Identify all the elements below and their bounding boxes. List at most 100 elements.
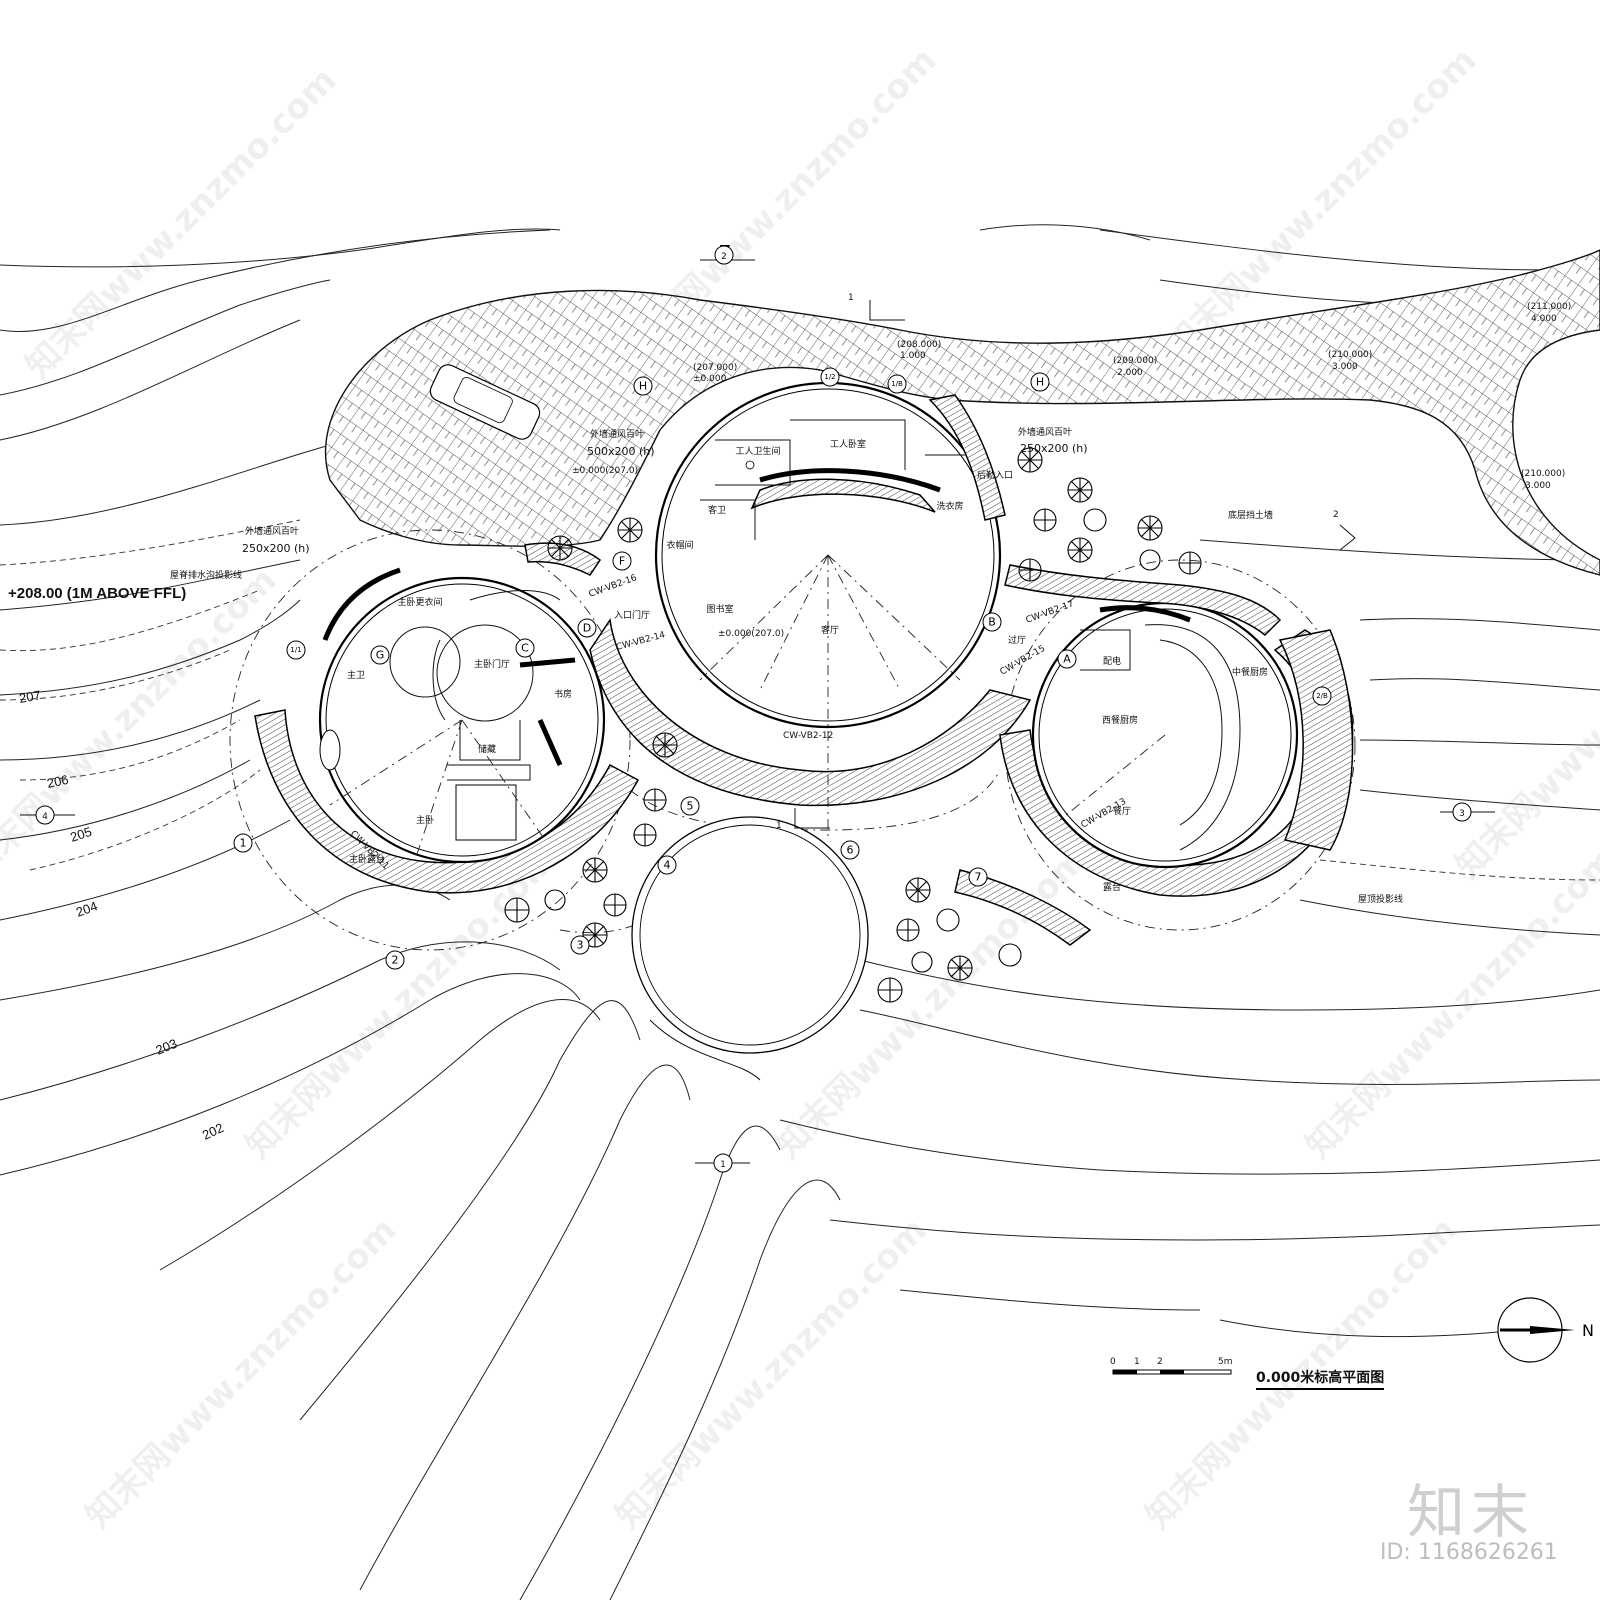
section-marker: 1 — [848, 293, 905, 321]
svg-text:1: 1 — [848, 293, 854, 303]
room-label: 露台 — [1103, 881, 1121, 893]
room-label: 图书室 — [706, 603, 733, 615]
svg-text:4: 4 — [664, 859, 671, 872]
svg-text:7: 7 — [975, 871, 982, 884]
north-arrow: N — [1497, 1297, 1594, 1363]
grid-axis-bubble: 1/1 — [286, 640, 306, 660]
contour-label: 204 — [74, 898, 100, 920]
roof-projection-note: 屋顶投影线 — [1358, 893, 1403, 905]
image-id-label: ID: 1168626261 — [1380, 1540, 1558, 1565]
grid-axis-bubble: 1/2 — [820, 367, 840, 387]
room-label: 入口门厅 — [614, 609, 650, 621]
vent-note: 外墙通风百叶 — [245, 525, 299, 537]
room-label: 主卧露台 — [349, 853, 385, 865]
section-marker: 1 — [776, 808, 830, 831]
vent-note: 外墙通风百叶 — [1018, 426, 1072, 438]
scale-tick: 5m — [1218, 1357, 1233, 1367]
driveway-paving — [324, 249, 1600, 576]
grid-axis-bubble: D — [577, 618, 597, 638]
curtain-wall-tag: CW-VB2-15 — [999, 644, 1048, 678]
svg-text:A: A — [1063, 653, 1071, 666]
svg-text:知末网www.znzmo.com: 知末网www.znzmo.com — [1298, 840, 1600, 1166]
svg-text:知末网www.znzmo.com: 知末网www.znzmo.com — [1448, 560, 1600, 886]
room-label: 中餐厨房 — [1232, 666, 1268, 678]
grid-axis-bubble: 3 — [570, 935, 590, 955]
living-building — [589, 381, 1032, 840]
curtain-wall-tag: CW-VB2-14 — [615, 630, 666, 653]
room-label: 工人卫生间 — [735, 445, 780, 457]
room-label: 衣帽间 — [666, 539, 693, 551]
scale-tick: 1 — [1134, 1357, 1140, 1367]
elevation-note: +208.00 (1M ABOVE FFL) — [8, 585, 187, 602]
grid-axis-bubble: 2/B — [1312, 686, 1332, 706]
svg-text:1: 1 — [776, 821, 782, 831]
vent-size: 250x200 (h) — [242, 542, 310, 555]
curtain-wall-tag: CW-VB2-12 — [783, 731, 833, 741]
spot-level: (210.000) — [1328, 350, 1372, 360]
grid-axis-bubble: 4 — [657, 855, 677, 875]
spot-level: 1.000 — [900, 351, 926, 361]
grid-axis-bubble: 2 — [385, 950, 405, 970]
stairs — [524, 394, 1282, 946]
svg-text:1/B: 1/B — [891, 380, 903, 388]
section-marker: 1 — [695, 1153, 750, 1173]
round-lawn — [631, 816, 869, 1081]
grid-axis-bubble: 5 — [680, 796, 700, 816]
spot-level: 2.000 — [1117, 368, 1143, 378]
ffl-label: ±0.000(207.0) — [572, 466, 638, 476]
svg-text:1/1: 1/1 — [290, 646, 301, 654]
contour-label: 205 — [68, 824, 93, 845]
room-label: 储藏 — [478, 743, 496, 755]
contour-label: 207 — [18, 687, 42, 706]
section-marker: 4 — [20, 805, 75, 825]
room-label: 客厅 — [821, 624, 839, 636]
svg-text:知末网www.znzmo.com: 知末网www.znzmo.com — [608, 1210, 934, 1536]
room-label: 书房 — [554, 688, 572, 700]
grid-axis-bubble: B — [982, 612, 1002, 632]
svg-text:知末网www.znzmo.com: 知末网www.znzmo.com — [18, 60, 344, 386]
svg-text:3: 3 — [1459, 809, 1465, 819]
vent-size: 250x200 (h) — [1020, 442, 1088, 455]
room-labels: 主卧更衣间 主卫 主卧门厅 书房 储藏 主卧 主卧露台 入口门厅 图书室 客厅 … — [347, 438, 1268, 893]
contour-label-group: 207 206 205 204 203 202 — [18, 687, 226, 1142]
ffl-label: ±0.000(207.0) — [718, 629, 784, 639]
spot-level: (207.000) — [693, 363, 737, 373]
grid-axis-bubbles: 1 2 3 4 5 6 7 A B C D G H H F 1/2 1/B 2/… — [233, 367, 1332, 970]
room-label: 后勤入口 — [977, 469, 1013, 481]
room-label: 配电 — [1103, 655, 1121, 667]
spot-level: 3.000 — [1525, 481, 1551, 491]
north-label: N — [1582, 1321, 1594, 1340]
svg-text:5: 5 — [687, 800, 694, 813]
room-label: 洗衣房 — [936, 500, 963, 512]
grid-axis-bubble: G — [370, 645, 390, 665]
contour-label: 202 — [200, 1120, 226, 1143]
spot-level: 4.000 — [1531, 314, 1557, 324]
contour-label: 206 — [46, 772, 70, 791]
svg-text:2: 2 — [1333, 510, 1339, 520]
vent-note: 外墙通风百叶 — [590, 428, 644, 440]
grid-axis-bubble: 1 — [233, 833, 253, 853]
svg-text:D: D — [583, 622, 591, 635]
room-label: 工人卧室 — [830, 438, 866, 450]
spot-level: (209.000) — [1113, 356, 1157, 366]
parked-car — [429, 364, 541, 440]
section-markers: 2 1 2 1 4 3 1 — [20, 245, 1495, 1173]
room-label: 主卧门厅 — [474, 658, 510, 670]
room-label: 主卧更衣间 — [397, 596, 442, 608]
curtain-wall-tag: CW-VB2-16 — [588, 573, 639, 600]
grid-axis-bubble: 1/B — [887, 374, 907, 394]
contour-label: 203 — [154, 1036, 180, 1058]
svg-text:F: F — [619, 555, 625, 568]
svg-text:4: 4 — [42, 812, 48, 822]
room-label: 客卫 — [708, 504, 726, 516]
section-marker: 2 — [1333, 510, 1356, 551]
scale-bar: 0 1 2 5m — [1110, 1357, 1233, 1375]
svg-text:H: H — [1036, 376, 1044, 389]
room-label: 主卫 — [347, 669, 365, 681]
svg-text:G: G — [376, 649, 385, 662]
roof-drain-note: 屋脊排水沟投影线 — [170, 569, 242, 581]
grid-axis-bubble: A — [1057, 649, 1077, 669]
kitchen-building — [999, 601, 1354, 897]
spot-level: (211.000) — [1527, 302, 1571, 312]
